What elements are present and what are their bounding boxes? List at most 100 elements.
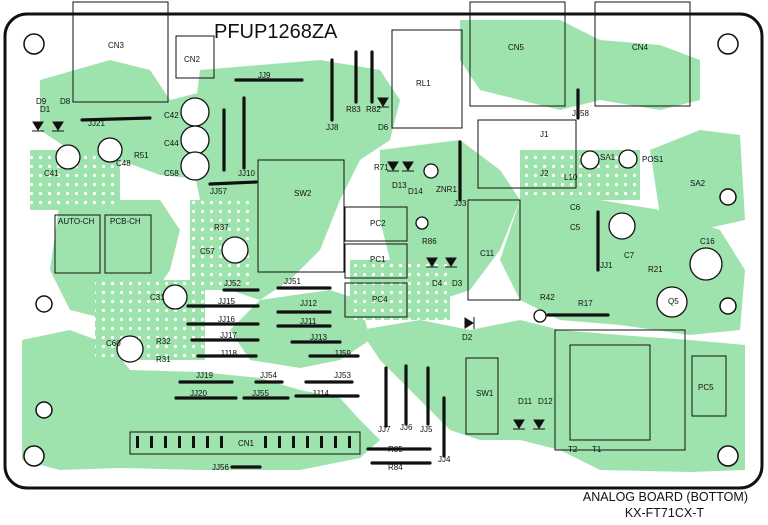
- label-jj51: JJ51: [284, 277, 301, 286]
- label-c6: C6: [570, 203, 581, 212]
- label-q5: Q5: [668, 297, 679, 306]
- label-jj7: JJ7: [378, 425, 391, 434]
- label-pos1: POS1: [642, 155, 664, 164]
- label-jj19: JJ19: [196, 371, 213, 380]
- label-c42: C42: [164, 111, 179, 120]
- label-jj9: JJ9: [258, 71, 271, 80]
- component-labels: AUTO-CH PCB-CH CN1 CN2 CN3 CN4 CN5 RL1 S…: [36, 41, 715, 472]
- label-r31: R31: [156, 355, 171, 364]
- label-r86: R86: [422, 237, 437, 246]
- label-c31: C31: [150, 293, 165, 302]
- label-jj5: JJ5: [420, 425, 433, 434]
- label-d1: D1: [40, 105, 51, 114]
- label-c41: C41: [44, 169, 59, 178]
- label-c60: C60: [106, 339, 121, 348]
- label-jj59: JJ59: [334, 349, 351, 358]
- label-t2: T2: [568, 445, 578, 454]
- label-d6: D6: [378, 123, 389, 132]
- label-pc4: PC4: [372, 295, 388, 304]
- label-cn5: CN5: [508, 43, 525, 52]
- label-jj17: JJ17: [220, 331, 237, 340]
- label-jj58: JJ58: [572, 109, 589, 118]
- label-d13: D13: [392, 181, 407, 190]
- label-r85: R85: [388, 445, 403, 454]
- label-jj4: JJ4: [438, 455, 451, 464]
- component-outlines: [54, 1, 727, 455]
- label-pc1: PC1: [370, 255, 386, 264]
- label-jj55: JJ55: [252, 389, 269, 398]
- label-d11: D11: [518, 397, 533, 406]
- label-d4: D4: [432, 279, 443, 288]
- label-d3: D3: [452, 279, 463, 288]
- label-jj52: JJ52: [224, 279, 241, 288]
- label-c7: C7: [624, 251, 635, 260]
- label-c57: C57: [200, 247, 215, 256]
- label-jj13: JJ13: [310, 333, 327, 342]
- label-jj10: JJ10: [238, 169, 255, 178]
- caption-model: KX-FT71CX-T: [624, 506, 704, 520]
- label-jj12: JJ12: [300, 299, 317, 308]
- label-rl1: RL1: [416, 79, 431, 88]
- label-r42: R42: [540, 293, 555, 302]
- caption-board-name: ANALOG BOARD (BOTTOM): [582, 490, 748, 504]
- label-r51: R51: [134, 151, 149, 160]
- label-c44: C44: [164, 139, 179, 148]
- label-jj16: JJ16: [218, 315, 235, 324]
- label-t1: T1: [592, 445, 602, 454]
- label-sw1: SW1: [476, 389, 494, 398]
- label-l10: L10: [564, 173, 578, 182]
- label-pc5: PC5: [698, 383, 714, 392]
- label-c16: C16: [700, 237, 715, 246]
- label-r17: R17: [578, 299, 593, 308]
- label-sa1: SA1: [600, 153, 616, 162]
- label-r83: R83: [346, 105, 361, 114]
- label-cn1: CN1: [238, 439, 255, 448]
- jumper-wires: [80, 50, 610, 469]
- label-auto-ch: AUTO-CH: [58, 217, 95, 226]
- label-jj20: JJ20: [190, 389, 207, 398]
- label-r82: R82: [366, 105, 381, 114]
- label-cn4: CN4: [632, 43, 649, 52]
- label-jj57: JJ57: [210, 187, 227, 196]
- diodes: [32, 97, 545, 430]
- label-jj1: JJ1: [600, 261, 613, 270]
- label-sw2: SW2: [294, 189, 312, 198]
- label-jj18: JJ18: [220, 349, 237, 358]
- mounting-holes: [23, 33, 739, 467]
- label-d12: D12: [538, 397, 553, 406]
- label-jj21: JJ21: [88, 119, 105, 128]
- label-jj6: JJ6: [400, 423, 413, 432]
- label-c48: C48: [116, 159, 131, 168]
- label-jj14: JJ14: [312, 389, 329, 398]
- label-pc2: PC2: [370, 219, 386, 228]
- label-r37: R37: [214, 223, 229, 232]
- label-r71: R71: [374, 163, 389, 172]
- label-d8: D8: [60, 97, 71, 106]
- label-jj53: JJ53: [334, 371, 351, 380]
- label-jj56: JJ56: [212, 463, 229, 472]
- label-d9: D9: [36, 97, 47, 106]
- label-cn3: CN3: [108, 41, 125, 50]
- label-sa2: SA2: [690, 179, 706, 188]
- label-r21: R21: [648, 265, 663, 274]
- label-j2: J2: [540, 169, 549, 178]
- label-pcb-ch: PCB-CH: [110, 217, 141, 226]
- label-d14: D14: [408, 187, 423, 196]
- board-code: PFUP1268ZA: [214, 21, 338, 43]
- label-r84: R84: [388, 463, 403, 472]
- label-c58: C58: [164, 169, 179, 178]
- label-c11: C11: [480, 249, 495, 258]
- label-znr1: ZNR1: [436, 185, 457, 194]
- label-j1: J1: [540, 130, 549, 139]
- label-cn2: CN2: [184, 55, 201, 64]
- label-d2: D2: [462, 333, 473, 342]
- label-jj54: JJ54: [260, 371, 277, 380]
- label-jj8: JJ8: [326, 123, 339, 132]
- label-jj11: JJ11: [300, 317, 317, 326]
- label-jj15: JJ15: [218, 297, 235, 306]
- cn1-pins: [136, 436, 351, 448]
- label-jj3: JJ3: [454, 199, 467, 208]
- round-components: [55, 97, 723, 363]
- label-r32: R32: [156, 337, 171, 346]
